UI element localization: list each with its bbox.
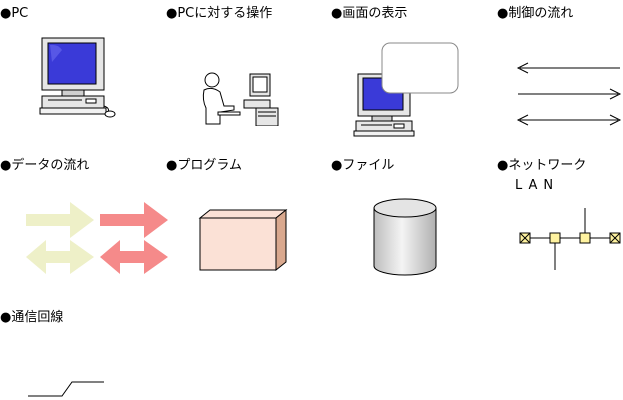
network-lan-icon <box>512 206 622 274</box>
file-cylinder-icon <box>372 198 438 278</box>
legend-label-control-flow: ●制御の流れ <box>497 6 574 21</box>
data-flow-arrows-icon <box>24 200 174 278</box>
legend-label-file: ●ファイル <box>331 158 395 173</box>
legend-label-network: ●ネットワーク <box>497 158 587 173</box>
screen-display-icon <box>352 40 462 140</box>
pc-icon <box>38 36 118 118</box>
control-flow-arrows-icon <box>512 56 622 136</box>
legend-label-screen-display: ●画面の表示 <box>331 6 408 21</box>
legend-label-pc-operation: ●PCに対する操作 <box>166 6 273 21</box>
legend-label-program: ●プログラム <box>166 158 242 173</box>
legend-label-comm-line: ●通信回線 <box>0 310 64 325</box>
communication-line-icon <box>26 376 106 398</box>
legend-label-lan: LAN <box>515 178 560 193</box>
program-box-icon <box>198 208 290 274</box>
legend-label-data-flow: ●データの流れ <box>0 158 90 173</box>
pc-operation-icon <box>200 70 280 126</box>
legend-label-pc: ●PC <box>0 6 29 21</box>
